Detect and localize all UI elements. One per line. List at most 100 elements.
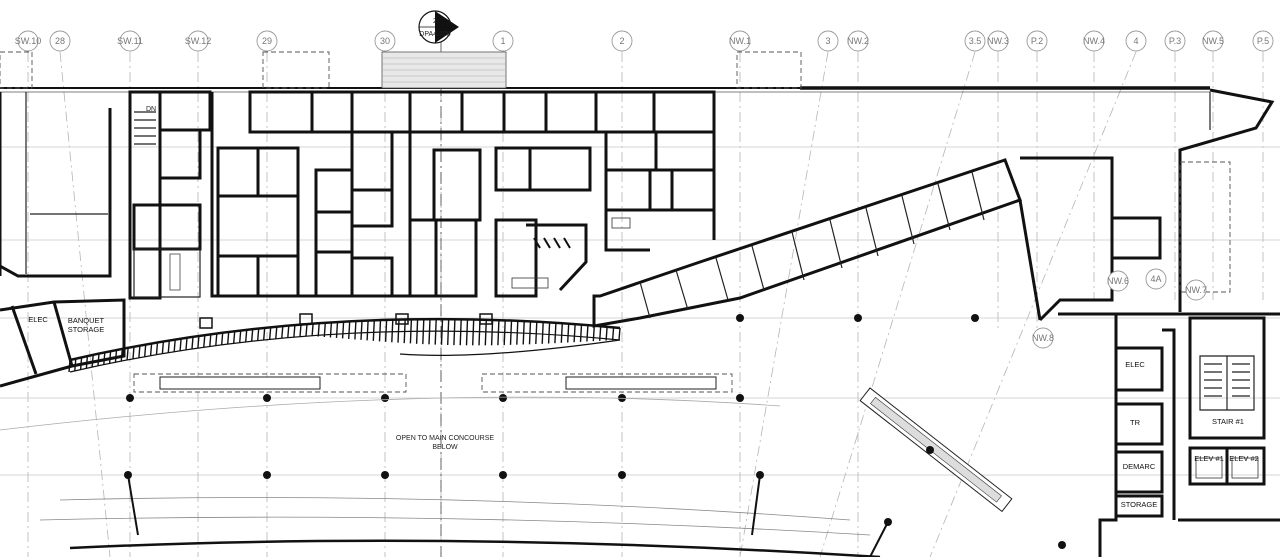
grid-bubble-label: NW.6 [1107,276,1129,286]
section-marker[interactable]: 2 DPA4.100 [418,10,459,44]
louver-fin [91,354,94,367]
grid-bubble-label: 4A [1150,274,1161,284]
louver-fin [586,325,589,342]
louver-fin [348,321,351,339]
open-to-concourse-label-line1: OPEN TO MAIN CONCOURSE [396,435,494,442]
grid-bubble-label: 4 [1133,36,1138,46]
louver-fin [323,322,326,338]
louver-fin [341,321,345,339]
diagonal-suites [592,156,1162,328]
louver-fin [287,325,290,338]
louver-fin [269,327,272,340]
louver-fin [251,329,254,342]
room-banquet-line1: BANQUET [68,316,105,325]
louver-fin [618,327,621,341]
room-demarc: DEMARC [1123,462,1156,471]
grid-bubble: 3.5 [964,30,986,52]
louver-fin [311,323,314,337]
louver-fin [239,330,242,343]
louver-fin [453,319,456,346]
lower-grid-bubbles: NW.6 4A NW.7 NW.8 [1032,268,1207,349]
louver-fin [397,319,400,343]
louver-fin [233,331,236,344]
louver-fin [281,326,284,339]
louver-fin [509,320,513,345]
escalators [133,373,1013,513]
grid-bubble-label: P.5 [1257,36,1269,46]
louver-fin [108,351,112,364]
louver-fin [68,359,71,373]
louver-fin [415,319,419,344]
grid-bubble: NW.2 [847,30,869,52]
louver-fin [197,335,200,348]
louver-fin [317,323,320,337]
louver-fin [329,322,333,338]
louver-fin [179,338,182,351]
louver-fin [366,320,369,341]
louver-fin [293,324,296,338]
grid-bubble: P.2 [1026,30,1048,52]
concourse-railing [68,313,621,373]
east-core: ELEC TR DEMARC STORAGE STAIR #1 ELEV #1 … [1058,312,1280,557]
room-elec-east: ELEC [1125,360,1145,369]
central-offices [210,90,598,298]
louver-fin [227,331,230,344]
grid-bubble: 2 [611,30,633,52]
grid-bubble-label: 30 [380,36,390,46]
louver-fin [138,345,141,358]
louver-fin [447,319,450,346]
room-elec-west: ELEC [28,315,48,324]
louver-fin [354,320,357,340]
louver-fin [335,321,339,338]
louver-fin [167,340,170,353]
louver-fin [372,320,375,341]
louver-fin [459,319,462,346]
east-offices [594,90,716,252]
louver-fin [360,320,363,340]
louver-fin [599,326,602,341]
grid-bubble-label: NW.2 [847,36,869,46]
louver-fin [391,319,394,343]
louver-fin [132,346,135,359]
louver-fin [185,337,188,350]
louver-fin [465,319,469,346]
louver-fin [221,332,224,345]
grid-bubble-label: NW.1 [729,36,751,46]
louver-fin [503,320,506,346]
room-elev-1: ELEV #1 [1194,454,1224,463]
louver-fin [126,347,129,360]
louver-fin [605,326,608,341]
louver-fin [103,352,106,365]
louver-fin [155,342,159,355]
louver-fin [516,320,519,345]
room-elev-2: ELEV #2 [1229,454,1259,463]
louver-fin [579,324,583,342]
louver-fin [299,324,302,337]
grid-bubbles: SW.10 28 SW.11 SW.12 29 30 1 2 NW.1 3 NW… [15,30,1274,52]
grid-bubble-label: NW.4 [1083,36,1105,46]
louver-fin [567,323,570,343]
louver-fin [472,319,475,346]
louver-fin [560,323,563,343]
grid-bubble: 4 [1125,30,1147,52]
louver-fin [547,322,551,344]
grid-bubble-label: P.3 [1169,36,1181,46]
section-sheet-ref: DPA4.100 [419,31,450,38]
louver-fin [428,319,431,345]
louver-fin [245,329,248,342]
louver-fin [592,325,595,342]
grid-bubble-label: SW.12 [185,36,212,46]
grid-bubble-label: SW.11 [117,36,143,46]
canopy-outlines [0,51,1231,293]
grid-bubble: 3 [817,30,839,52]
louver-fin [497,320,500,346]
room-tr: TR [1130,418,1141,427]
louver-fin [403,319,406,344]
louver-fin [535,321,538,345]
louver-fin [215,333,218,346]
grid-bubble-label: NW.5 [1202,36,1224,46]
west-rooms: DN [0,90,212,300]
louver-fin [573,324,576,343]
louver-fin [173,339,176,352]
grid-bubble: 1 [492,30,514,52]
